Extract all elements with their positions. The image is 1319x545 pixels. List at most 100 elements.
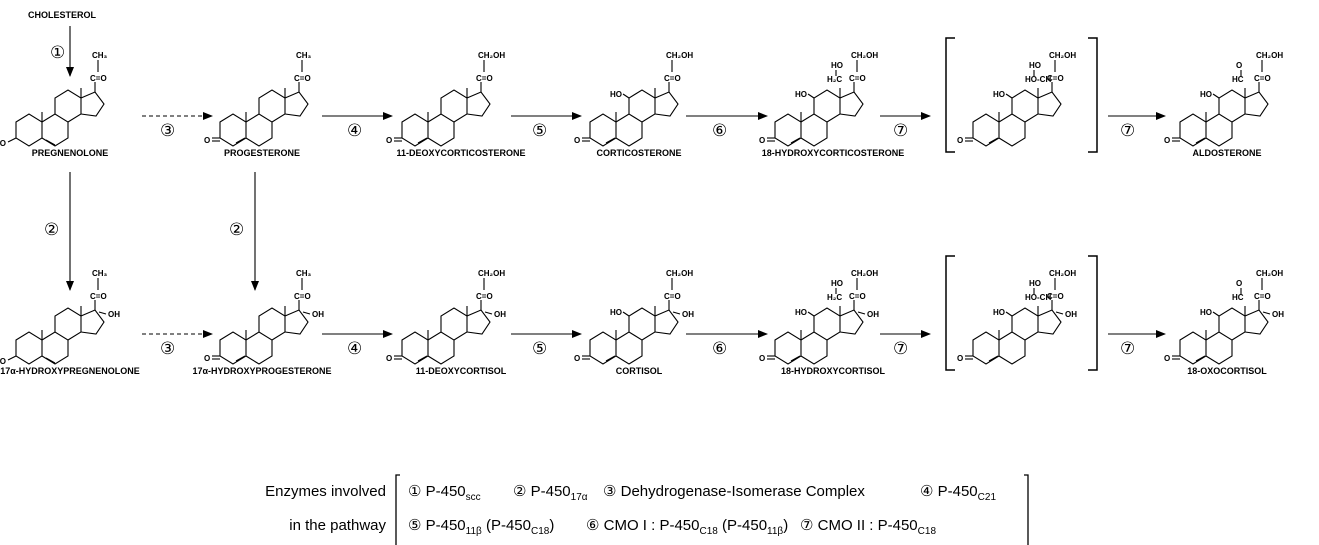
c18-substituent: HO bbox=[831, 61, 843, 70]
double-bond bbox=[235, 137, 246, 144]
ring-d bbox=[80, 91, 105, 117]
bracket-left bbox=[945, 255, 955, 371]
carbonyl: C=O bbox=[476, 292, 493, 301]
c18-group: HC bbox=[1232, 75, 1244, 84]
step-marker: ⑦ bbox=[893, 121, 908, 141]
ring-b bbox=[245, 113, 273, 147]
c18-substituent: O bbox=[1236, 279, 1242, 288]
compound-label: 11-DEOXYCORTISOL bbox=[416, 366, 507, 376]
c18-group: H₂C bbox=[827, 75, 842, 84]
ring-c bbox=[440, 89, 468, 123]
double-bond bbox=[988, 355, 999, 362]
c3-oxo: O bbox=[574, 354, 580, 363]
ring-a bbox=[219, 113, 247, 147]
compound-label: CORTISOL bbox=[616, 366, 663, 376]
c11-bond bbox=[1212, 311, 1220, 317]
compound-label: PREGNENOLONE bbox=[32, 148, 109, 158]
legend-item: ④ P-450C21 bbox=[920, 483, 996, 503]
c17-oh-bond bbox=[857, 311, 866, 315]
c17-hydroxyl: OH bbox=[1065, 310, 1077, 319]
ring-d bbox=[466, 309, 491, 335]
c3-hydroxyl: HO bbox=[0, 139, 6, 148]
double-bond bbox=[417, 355, 428, 362]
ring-b bbox=[41, 113, 69, 147]
c21-group: CH₂OH bbox=[1049, 269, 1076, 278]
ring-b bbox=[998, 331, 1026, 365]
step-marker: ⑥ bbox=[712, 121, 727, 141]
c11-hydroxyl: HO bbox=[1200, 308, 1212, 317]
compound-label: 18-OXOCORTISOL bbox=[1187, 366, 1267, 376]
ring-d bbox=[1244, 91, 1269, 117]
ring-c bbox=[1011, 89, 1039, 123]
c3-bond bbox=[7, 355, 17, 361]
c11-hydroxyl: HO bbox=[795, 308, 807, 317]
c11-hydroxyl: HO bbox=[610, 90, 622, 99]
c3-oxo: O bbox=[759, 136, 765, 145]
legend-item: ③ Dehydrogenase-Isomerase Complex bbox=[603, 483, 865, 500]
c17-hydroxyl: OH bbox=[682, 310, 694, 319]
c18-group: H₂C bbox=[827, 293, 842, 302]
c11-hydroxyl: HO bbox=[795, 90, 807, 99]
step-marker-2: ② bbox=[44, 220, 59, 240]
compound-label: PROGESTERONE bbox=[224, 148, 300, 158]
legend-item: ① P-450scc bbox=[408, 483, 481, 503]
step-marker: ④ bbox=[347, 121, 362, 141]
legend-heading: Enzymes involved bbox=[265, 483, 386, 500]
step-marker: ⑤ bbox=[532, 339, 547, 359]
double-bond bbox=[1195, 355, 1206, 362]
bracket-right bbox=[1088, 37, 1098, 153]
compound-label: CORTICOSTERONE bbox=[596, 148, 681, 158]
ring-d bbox=[654, 91, 679, 117]
c21-group: CH₂OH bbox=[1256, 51, 1283, 60]
ring-c bbox=[1218, 89, 1246, 123]
step-marker: ⑦ bbox=[1120, 121, 1135, 141]
c3-oxo: O bbox=[1164, 354, 1170, 363]
compound-label: 18-HYDROXYCORTICOSTERONE bbox=[762, 148, 905, 158]
c3-oxo: O bbox=[957, 136, 963, 145]
c11-bond bbox=[1005, 93, 1013, 99]
c21-group: CH₂OH bbox=[851, 51, 878, 60]
ring-d bbox=[284, 309, 309, 335]
c11-hydroxyl: HO bbox=[993, 308, 1005, 317]
ring-d bbox=[1037, 309, 1062, 335]
carbonyl: C=O bbox=[849, 74, 866, 83]
double-bond bbox=[988, 137, 999, 144]
carbonyl: C=O bbox=[664, 74, 681, 83]
double-bond bbox=[45, 357, 56, 364]
double-bond bbox=[1195, 137, 1206, 144]
ring-a bbox=[774, 331, 802, 365]
ring-a bbox=[15, 113, 43, 147]
double-bond bbox=[790, 137, 801, 144]
ring-b bbox=[615, 113, 643, 147]
ring-d bbox=[284, 91, 309, 117]
c18-group: HO-CH bbox=[1025, 75, 1051, 84]
c21-group: CH₂OH bbox=[666, 51, 693, 60]
c18-substituent: HO bbox=[1029, 279, 1041, 288]
ring-b bbox=[998, 113, 1026, 147]
c17-oh-bond bbox=[484, 311, 493, 315]
c3-oxo: O bbox=[386, 354, 392, 363]
c18-substituent: HO bbox=[1029, 61, 1041, 70]
c3-oxo: O bbox=[204, 136, 210, 145]
step-marker-2: ② bbox=[229, 220, 244, 240]
c21-group: CH₂OH bbox=[666, 269, 693, 278]
c11-hydroxyl: HO bbox=[610, 308, 622, 317]
ring-b bbox=[1205, 113, 1233, 147]
ring-a bbox=[589, 331, 617, 365]
ring-d bbox=[654, 309, 679, 335]
carbonyl: C=O bbox=[294, 292, 311, 301]
ring-d bbox=[466, 91, 491, 117]
c3-hydroxyl: HO bbox=[0, 357, 6, 366]
compound-label: 17α-HYDROXYPREGNENOLONE bbox=[0, 366, 140, 376]
ring-c bbox=[54, 307, 82, 341]
step-marker: ③ bbox=[160, 121, 175, 141]
c21-group: CH₂OH bbox=[1049, 51, 1076, 60]
